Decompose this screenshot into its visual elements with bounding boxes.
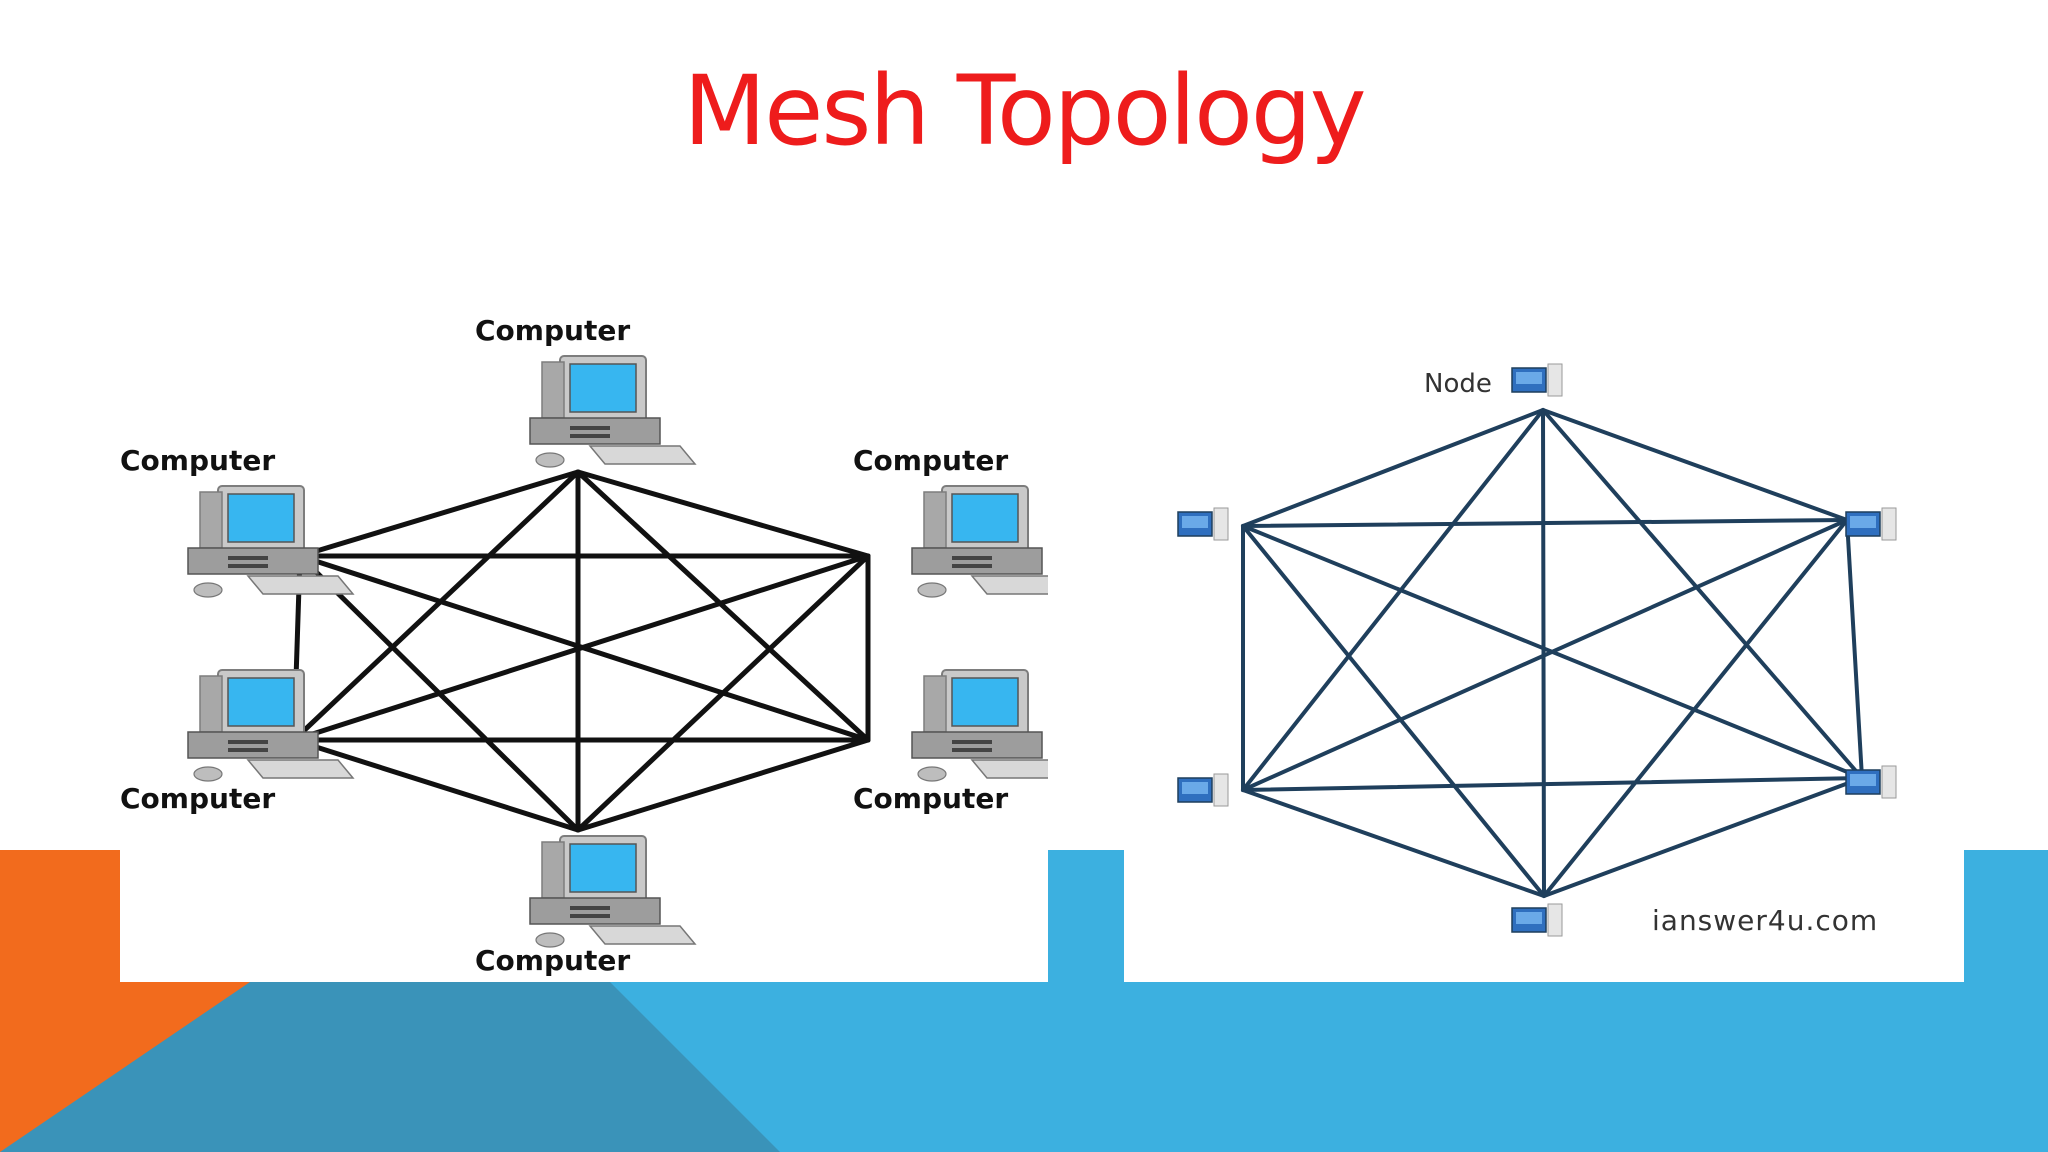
left-mesh-links xyxy=(291,469,871,833)
desktop-computer-icon xyxy=(187,485,354,598)
mesh-link xyxy=(1542,776,1864,898)
mesh-link xyxy=(1541,408,1849,522)
mesh-link xyxy=(575,469,871,743)
node-monitor-icon xyxy=(1177,507,1229,541)
mesh-link xyxy=(1541,408,1546,898)
node-monitor-icon xyxy=(1177,773,1229,807)
computer-label-top: Computer xyxy=(475,314,630,347)
desktop-computer-icon xyxy=(529,355,696,468)
desktop-computer-icon xyxy=(911,485,1048,598)
computer-label-lower-right: Computer xyxy=(853,782,1008,815)
computer-label-upper-left: Computer xyxy=(120,444,275,477)
desktop-computer-icon xyxy=(529,835,696,948)
node-monitor-icon xyxy=(1845,765,1897,799)
node-monitor-icon xyxy=(1511,903,1563,937)
mesh-link xyxy=(1241,788,1546,898)
source-watermark: ianswer4u.com xyxy=(1652,904,1878,937)
left-mesh-diagram: Computer Computer Computer Computer Comp… xyxy=(120,314,1048,977)
desktop-computer-icon xyxy=(187,669,354,782)
mesh-link xyxy=(1241,524,1546,898)
node-monitor-icon xyxy=(1845,507,1897,541)
computer-label-bottom: Computer xyxy=(475,944,630,977)
dark-blue-triangle xyxy=(0,982,780,1152)
mesh-link xyxy=(1845,518,1864,780)
mesh-link xyxy=(291,553,871,743)
mesh-link xyxy=(1241,408,1545,792)
node-label: Node xyxy=(1424,369,1492,399)
mesh-link xyxy=(575,469,871,559)
mesh-link xyxy=(1542,518,1849,898)
mesh-link xyxy=(291,737,581,833)
node-monitor-icon xyxy=(1511,363,1563,397)
mesh-link xyxy=(1241,408,1545,528)
desktop-computer-icon xyxy=(911,669,1048,782)
right-mesh-diagram: Node ianswer4u.com xyxy=(1177,363,1897,937)
orange-triangle xyxy=(0,850,250,1152)
right-mesh-links xyxy=(1241,408,1864,898)
mesh-link xyxy=(1241,776,1864,792)
mesh-link xyxy=(1541,408,1864,780)
mesh-link xyxy=(575,737,871,833)
mesh-link xyxy=(297,469,581,559)
computer-label-upper-right: Computer xyxy=(853,444,1008,477)
left-mesh-diagram-panel: Computer Computer Computer Computer Comp… xyxy=(120,300,1048,982)
right-mesh-diagram-panel: Node ianswer4u.com xyxy=(1124,300,1964,982)
computer-label-lower-left: Computer xyxy=(120,782,275,815)
slide-title: Mesh Topology xyxy=(683,55,1366,167)
mesh-link xyxy=(1241,518,1849,792)
mesh-link xyxy=(291,469,581,743)
mesh-link xyxy=(575,553,871,833)
mesh-link xyxy=(1241,518,1849,528)
